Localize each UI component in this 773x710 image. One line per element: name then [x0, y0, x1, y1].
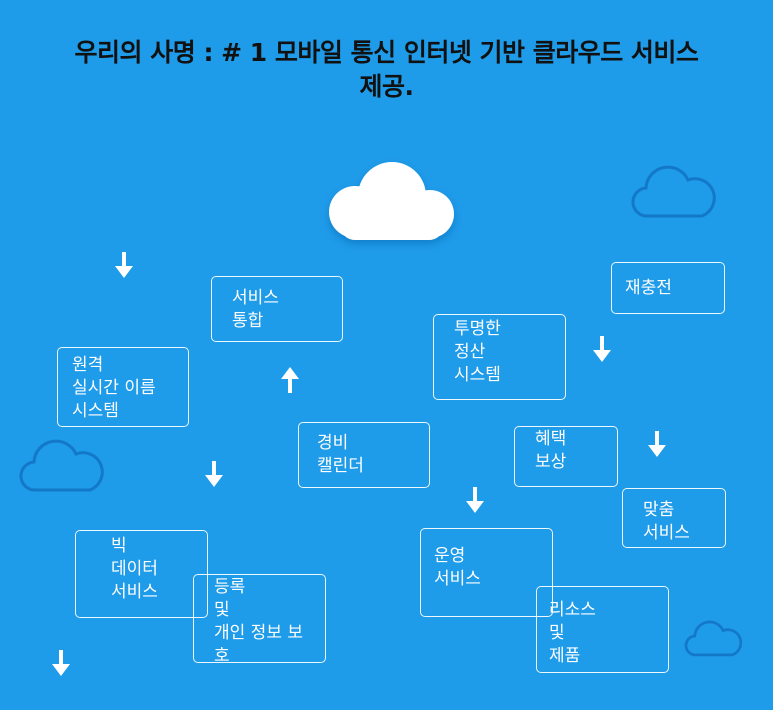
box-label: 혜택 보상	[535, 429, 567, 472]
arrow-down-icon	[466, 487, 484, 513]
box-resources-products: 리소스 및 제품	[536, 586, 669, 673]
box-service-integration: 서비스 통합	[211, 276, 343, 342]
cloud-outline-icon	[631, 165, 716, 218]
box-label: 운영 서비스	[434, 546, 481, 589]
cloud-outline-icon	[19, 439, 104, 492]
box-label: 원격 실시간 이름 시스템	[72, 355, 156, 421]
arrow-down-icon	[593, 336, 611, 362]
box-operation-service: 운영 서비스	[420, 528, 553, 617]
title-line-2: 제공.	[359, 72, 415, 101]
box-custom-service: 맞춤 서비스	[622, 488, 726, 548]
box-recharge: 재충전	[611, 262, 725, 314]
box-label: 등록 및 개인 정보 보 호	[214, 577, 304, 666]
title-line-1: 우리의 사명 : # 1 모바일 통신 인터넷 기반 클라우드 서비스	[74, 38, 699, 67]
cloud-outline-icon	[684, 620, 742, 657]
page-title: 우리의 사명 : # 1 모바일 통신 인터넷 기반 클라우드 서비스 제공.	[0, 36, 773, 104]
box-label: 리소스 및 제품	[549, 600, 596, 666]
arrow-down-icon	[648, 431, 666, 457]
box-big-data-service: 빅 데이터 서비스	[75, 530, 208, 618]
box-security-calendar: 경비 캘린더	[298, 422, 430, 488]
box-transparent-billing-system: 투명한 정산 시스템	[433, 314, 566, 400]
box-label: 빅 데이터 서비스	[111, 536, 158, 602]
arrow-down-icon	[205, 461, 223, 487]
box-label: 재충전	[625, 278, 672, 298]
box-label: 맞춤 서비스	[643, 500, 690, 543]
box-benefit-reward: 혜택 보상	[514, 426, 618, 487]
box-registration-privacy: 등록 및 개인 정보 보 호	[193, 574, 326, 666]
arrow-down-icon	[52, 650, 70, 676]
arrow-down-icon	[115, 252, 133, 278]
arrow-up-icon	[281, 367, 299, 393]
box-label: 경비 캘린더	[317, 433, 364, 476]
box-remote-realtime-name-system: 원격 실시간 이름 시스템	[57, 347, 189, 427]
box-label: 투명한 정산 시스템	[454, 319, 501, 385]
cloud-icon	[329, 162, 454, 240]
box-label: 서비스 통합	[232, 288, 279, 331]
